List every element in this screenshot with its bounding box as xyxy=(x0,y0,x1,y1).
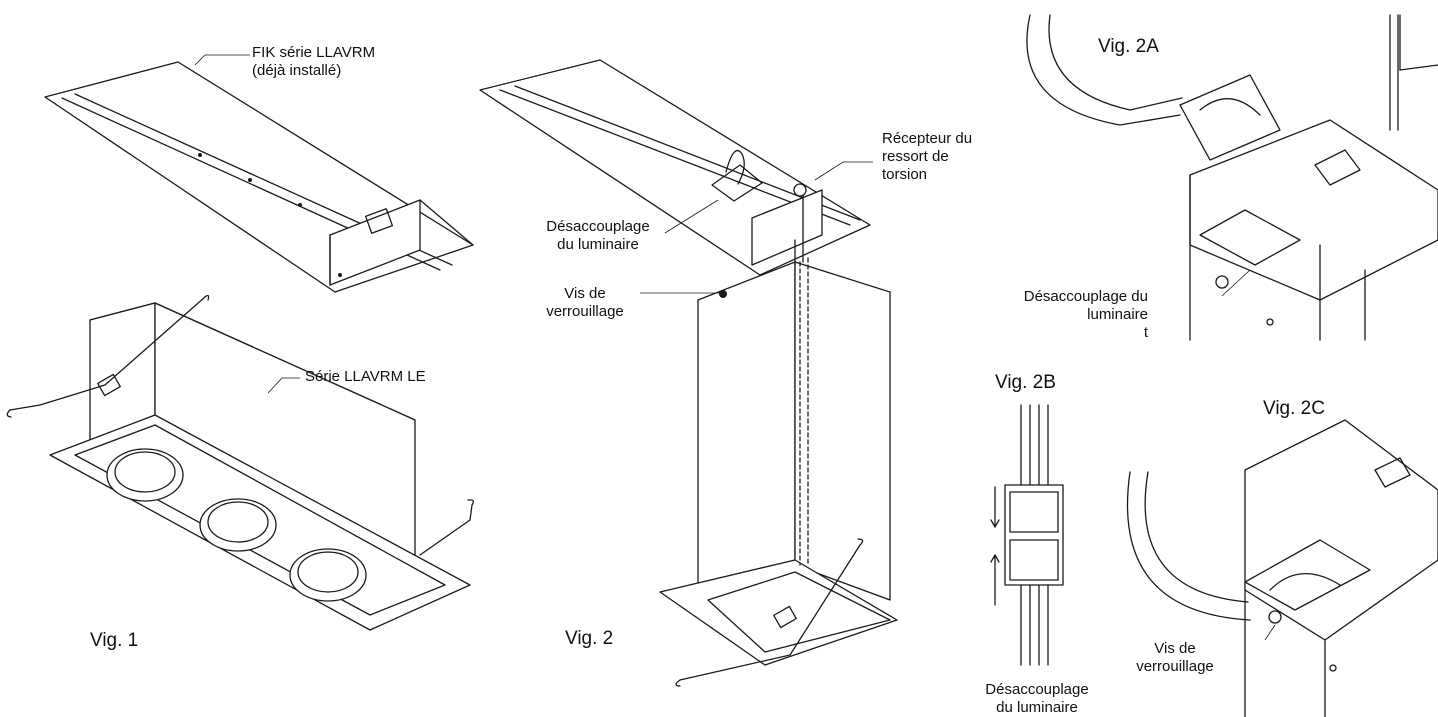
torsion-receiver-label-line3: torsion xyxy=(882,166,928,183)
fig2c-caption: Vig. 2C xyxy=(1263,398,1325,419)
llavrm-le-series-label: Série LLAVRM LE xyxy=(305,368,426,385)
fik-series-label: FIK série LLAVRM (déjà installé) xyxy=(252,44,375,80)
detail-2a-drawing xyxy=(1026,14,1438,341)
lock-screw-2c-label: Vis de verrouillage xyxy=(1125,640,1225,676)
uncoupling-2b-label: Désaccouplage du luminaire xyxy=(982,681,1092,717)
uncoupling-2a-label-line1: Désaccouplage du xyxy=(1023,288,1148,305)
fik-housing-drawing xyxy=(44,61,474,293)
lock-screw-center-label-line2: verrouillage xyxy=(546,303,624,320)
llavrm-le-leader-line xyxy=(267,377,300,394)
fik-series-label-line2: (déjà installé) xyxy=(252,62,342,79)
torsion-receiver-label: Récepteur du ressort de torsion xyxy=(882,130,972,184)
uncoupling-2a-label: Désaccouplage du luminaire t xyxy=(1000,288,1148,342)
torsion-receiver-label-line1: Récepteur du xyxy=(882,130,973,147)
fig2-caption: Vig. 2 xyxy=(565,628,614,649)
uncoupling-2a-label-line3: t xyxy=(1143,324,1148,341)
torsion-receiver-leader xyxy=(814,161,873,181)
llavrm-le-housing-drawing xyxy=(6,294,474,631)
fik-leader-line xyxy=(194,54,250,66)
fig2b-caption: Vig. 2B xyxy=(995,372,1056,393)
torsion-receiver-label-line2: ressort de xyxy=(882,148,949,165)
uncoupling-2a-leader xyxy=(1221,269,1251,297)
uncoupling-2b-label-line2: du luminaire xyxy=(996,699,1078,716)
uncoupling-center-label-line1: Désaccouplage xyxy=(546,218,650,235)
fik-series-label-line1: FIK série LLAVRM xyxy=(252,44,376,61)
lock-screw-2c-label-line1: Vis de xyxy=(1154,640,1196,657)
fig2a-caption: Vig. 2A xyxy=(1098,36,1159,57)
uncoupling-center-label-line2: du luminaire xyxy=(557,236,639,253)
suspended-housing-drawing xyxy=(479,59,898,687)
uncoupling-center-label: Désaccouplage du luminaire xyxy=(528,218,668,254)
uncoupling-center-leader xyxy=(664,199,719,234)
lock-screw-center-label-line1: Vis de xyxy=(564,285,606,302)
fig1-caption: Vig. 1 xyxy=(90,630,139,651)
lock-screw-2c-label-line2: verrouillage xyxy=(1136,658,1214,675)
uncoupling-2b-label-line1: Désaccouplage xyxy=(985,681,1089,698)
uncoupling-2a-label-line2: luminaire xyxy=(1087,306,1148,323)
lock-screw-2c-leader xyxy=(1264,624,1276,641)
lock-screw-center-label: Vis de verrouillage xyxy=(530,285,640,321)
detail-2b-drawing xyxy=(990,404,1064,666)
detail-2c-drawing xyxy=(1126,419,1438,717)
